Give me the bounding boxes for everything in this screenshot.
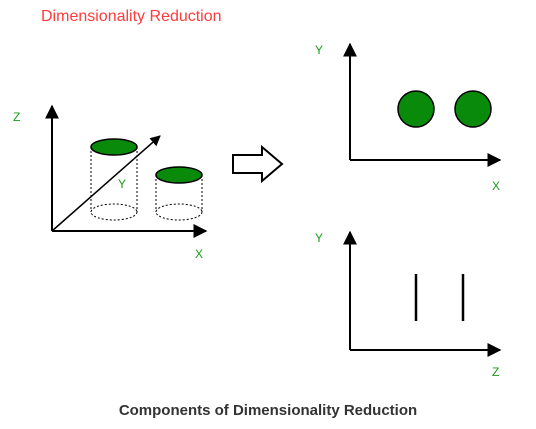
point-circle-2 — [454, 90, 492, 128]
plot-xy-y-label: Y — [315, 43, 323, 57]
plot-3d-x-label: X — [195, 247, 203, 261]
diagram-title: Dimensionality Reduction — [41, 8, 222, 25]
plot-zy-z-label: Z — [492, 365, 499, 379]
plot-zy-y-label: Y — [315, 231, 323, 245]
plot-xy: Y X — [315, 42, 502, 193]
cylinder-1 — [90, 138, 138, 221]
point-circle-1 — [397, 90, 435, 128]
plot-3d-z-label: Z — [13, 110, 20, 124]
dimensionality-reduction-diagram: Z Y X Y X Y Z — [13, 42, 502, 379]
plot-3d-y-axis — [51, 135, 161, 232]
cylinder-1-top — [90, 138, 138, 156]
diagram-caption: Components of Dimensionality Reduction — [118, 402, 418, 419]
cylinder-2 — [155, 166, 203, 221]
plot-3d: Z Y X — [13, 104, 208, 261]
cylinder-2-top — [155, 166, 203, 184]
plot-zy: Y Z — [315, 230, 502, 379]
right-arrow-icon — [232, 144, 284, 184]
plot-xy-x-label: X — [492, 179, 500, 193]
plot-3d-y-label: Y — [118, 177, 126, 191]
